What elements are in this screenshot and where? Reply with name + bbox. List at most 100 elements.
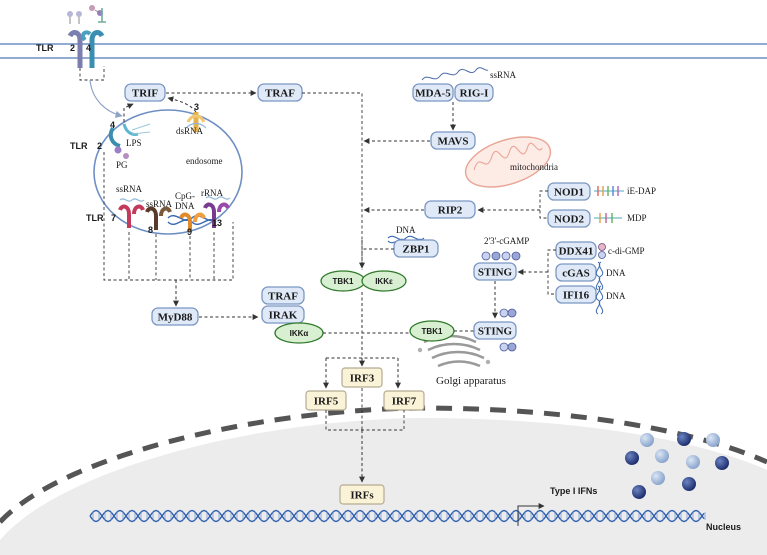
zbp1-node: ZBP1 [393, 239, 439, 258]
sting-golgi-label: STING [478, 326, 513, 338]
surface-tlr-to-myd88-line [79, 66, 105, 81]
rip2-label: RIP2 [438, 205, 463, 217]
endosome-tlr-num-7: 7 [111, 213, 116, 223]
type-i-ifn-label: Type I IFNs [550, 486, 597, 496]
ligand-ssrna-tlr7: ssRNA [116, 184, 143, 194]
nod-bracket-line [539, 190, 548, 219]
irfs-node: IRFs [339, 484, 385, 505]
nod2-label: NOD2 [554, 214, 584, 226]
tlr4-to-trif-arrow [123, 103, 134, 122]
cgamp-molecule-icon [481, 251, 521, 261]
irf5-node: IRF5 [305, 390, 347, 411]
sting-top-node: STING [473, 262, 517, 281]
tlr7-receptor-icon [118, 198, 145, 228]
mitochondria-icon [464, 136, 552, 188]
ifi16-dna-label: DNA [606, 291, 626, 301]
ligand-dsrna: dsRNA [176, 126, 204, 136]
endosome-tlr-num-13: 13 [212, 218, 222, 228]
irak-node: IRAK [261, 305, 305, 324]
irf5-label: IRF5 [314, 396, 339, 408]
mitochondria-label: mitochondria [510, 162, 558, 172]
endosome-label: endosome [186, 156, 223, 166]
traf-mid-label: TRAF [268, 291, 298, 303]
cgas-dna-helix-icon [595, 261, 604, 291]
cdi-gmp-label: c-di-GMP [608, 246, 645, 256]
endosome-tlr-label-upper: TLR [70, 141, 88, 151]
tbk1-pill-top: TBK1 [320, 270, 366, 292]
irf7-node: IRF7 [383, 390, 425, 411]
endosome [93, 109, 243, 235]
cgas-label: cGAS [562, 268, 590, 280]
membrane-tlr-label: TLR [36, 43, 54, 53]
ligand-pg: PG [116, 160, 128, 170]
mavs-label: MAVS [438, 136, 469, 148]
endosome-tlr-num-2: 2 [97, 141, 102, 151]
traf-mid-node: TRAF [261, 286, 305, 305]
ligand-cpg-line1: CpG- [175, 191, 195, 201]
tlr3-to-trif-arrow [167, 96, 197, 113]
cgamp-label: 2'3'-cGAMP [484, 236, 529, 246]
traf-top-node: TRAF [257, 83, 303, 102]
ddx41-label: DDX41 [559, 246, 594, 258]
nuclear-dna-helix-icon [89, 509, 706, 523]
ie-dap-ligand-icon [594, 186, 624, 196]
transcription-start-arrow [517, 503, 545, 526]
nod1-label: NOD1 [554, 187, 584, 199]
rigi-label: RIG-I [460, 88, 489, 100]
irf7-label: IRF7 [392, 396, 417, 408]
endosome-tlr-label-lower: TLR [86, 213, 104, 223]
membrane-tlr-number-2: 2 [70, 43, 75, 53]
irak-label: IRAK [269, 310, 298, 322]
ssrna-top-wave-icon [421, 67, 489, 81]
ikke-label: IKKε [375, 277, 393, 286]
traf-to-main-line [302, 92, 363, 270]
nod2-node: NOD2 [547, 209, 591, 228]
tlr9-receptor-icon [179, 212, 206, 232]
irf-merge-line [325, 388, 405, 431]
zbp1-dna-label: DNA [396, 225, 416, 235]
ie-dap-label: iE-DAP [627, 186, 656, 196]
endosome-tlr4-icon [108, 123, 151, 159]
mdp-label: MDP [627, 213, 647, 223]
rigi-node: RIG-I [454, 83, 494, 102]
traf-top-label: TRAF [265, 88, 295, 100]
ligand-lps: LPS [126, 138, 142, 148]
rip2-node: RIP2 [424, 200, 476, 219]
mavs-node: MAVS [430, 131, 476, 150]
trif-node: TRIF [124, 83, 166, 102]
sting-golgi-node: STING [473, 321, 517, 340]
nod1-node: NOD1 [547, 182, 591, 201]
tlr8-receptor-icon [145, 206, 172, 230]
ifi16-node: IFI16 [555, 285, 597, 304]
endocytosis-arrow [89, 79, 123, 118]
tbk1-bottom-label: TBK1 [422, 327, 443, 336]
tlr3-receptor-icon [185, 112, 207, 132]
golgi-label: Golgi apparatus [436, 375, 506, 387]
sensor-bracket-line [547, 249, 556, 295]
ikka-pill: IKKα [274, 322, 324, 344]
ligand-ssrna-tlr8: ssRNA [146, 199, 173, 209]
mda5-label: MDA-5 [415, 88, 451, 100]
zbp1-label: ZBP1 [403, 244, 430, 256]
ligand-cpg-line2: DNA [175, 201, 195, 211]
endosome-tlr-num-9: 9 [187, 227, 192, 237]
mda5-node: MDA-5 [412, 83, 454, 102]
tbk1-top-label: TBK1 [333, 277, 354, 286]
interferon-molecules-icon [625, 432, 729, 499]
tbk1-pill-bottom: TBK1 [409, 320, 455, 342]
ifi16-dna-helix-icon [595, 285, 604, 315]
ligand-rrna: rRNA [201, 188, 223, 198]
sting-golgi-cgamp-icon [499, 308, 517, 352]
endosome-tlr-bracket [103, 152, 234, 281]
membrane-tlr-number-4: 4 [86, 43, 91, 53]
cdi-gmp-icon [598, 243, 606, 259]
irf3-label: IRF3 [350, 373, 375, 385]
plasma-membrane [0, 43, 767, 59]
sting-top-label: STING [478, 267, 513, 279]
endosome-tlr-num-8: 8 [148, 225, 153, 235]
irfs-label: IRFs [350, 490, 374, 502]
ifi16-label: IFI16 [563, 290, 590, 302]
cgas-node: cGAS [555, 263, 597, 282]
nucleus-label: Nucleus [706, 522, 741, 532]
